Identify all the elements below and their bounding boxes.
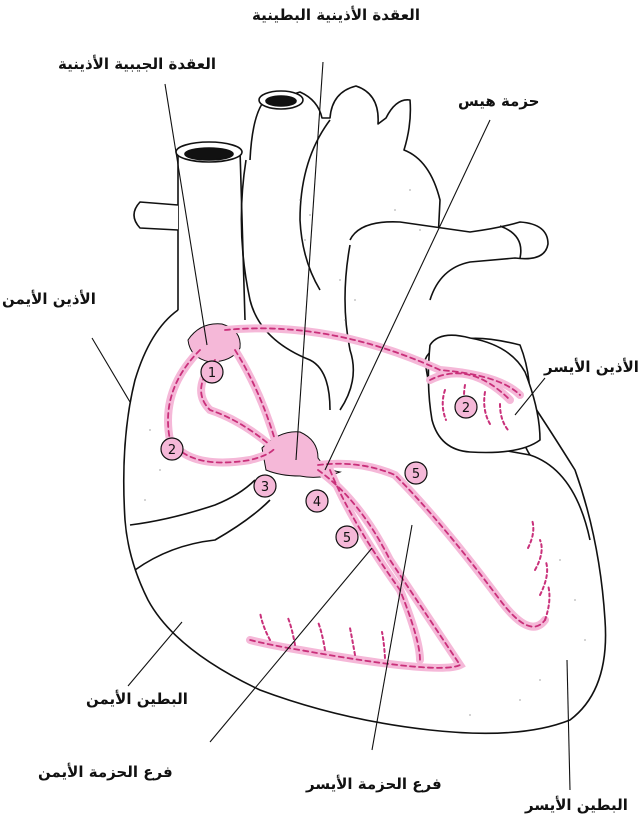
svg-text:2: 2 (168, 443, 176, 458)
badge-right-atrium-path: 2 (161, 438, 183, 460)
badge-av-node: 3 (254, 475, 276, 497)
label-bundle-of-his: حزمة هيس (458, 92, 539, 110)
badge-sa-node: 1 (201, 361, 223, 383)
svg-text:4: 4 (313, 495, 321, 510)
label-right-atrium: الأذين الأيمن (2, 290, 96, 308)
label-left-bundle-branch: فرع الحزمة الأيسر (306, 775, 442, 793)
label-av-node: العقدة الأذينية البطينية (252, 6, 420, 24)
label-right-bundle-branch: فرع الحزمة الأيمن (38, 763, 173, 781)
label-left-atrium: الأذين الأيسر (544, 358, 639, 376)
svg-text:2: 2 (462, 401, 470, 416)
badge-bundle-branch-upper: 5 (405, 462, 427, 484)
heart-outline (124, 86, 606, 733)
label-left-ventricle: البطين الأيسر (525, 796, 628, 814)
leader-right-ventricle (128, 622, 182, 686)
pulmonary-artery (350, 222, 548, 300)
svg-text:3: 3 (261, 480, 269, 495)
label-sa-node: العقدة الجيبية الأذينية (58, 55, 216, 73)
svg-text:5: 5 (412, 467, 420, 482)
leader-right-atrium (92, 338, 130, 402)
label-right-ventricle: البطين الأيمن (86, 690, 188, 708)
badge-bundle-branch-lower: 5 (336, 526, 358, 548)
badge-bundle-of-his: 4 (306, 490, 328, 512)
badge-left-atrium-path: 2 (455, 396, 477, 418)
svg-text:1: 1 (208, 366, 216, 381)
superior-vena-cava (178, 150, 245, 330)
svg-text:5: 5 (343, 531, 351, 546)
